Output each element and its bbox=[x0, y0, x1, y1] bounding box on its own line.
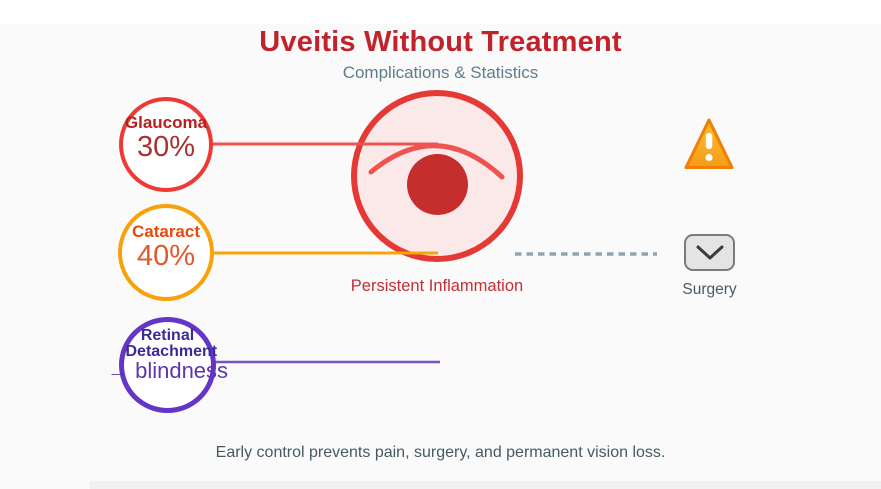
exclamation-bar bbox=[705, 133, 713, 149]
complication-circle-glaucoma: Glaucoma 30% bbox=[119, 97, 213, 192]
bottom-strip bbox=[90, 481, 881, 489]
footer-message: Early control prevents pain, surgery, an… bbox=[215, 444, 666, 461]
complication-value: 30% bbox=[136, 131, 196, 164]
page-subtitle: Complications & Statistics bbox=[342, 63, 539, 82]
surgery-label: Surgery bbox=[682, 281, 737, 298]
complication-name: Cataract bbox=[131, 222, 201, 242]
page-title: Uveitis Without Treatment bbox=[259, 26, 622, 58]
warning-triangle-icon bbox=[684, 118, 734, 169]
persistent-inflammation-label: Persistent Inflammation bbox=[350, 277, 524, 295]
complication-circle-retinal-detachment: Retinal Detachment → blindness bbox=[107, 317, 228, 413]
complication-circle-cataract: Cataract 40% bbox=[118, 204, 214, 301]
complication-name: Retinal Detachment bbox=[125, 327, 218, 361]
surgery-dropdown-button[interactable] bbox=[684, 234, 735, 271]
complication-value: → blindness bbox=[106, 357, 229, 383]
eye-pupil bbox=[407, 154, 468, 215]
exclamation-dot bbox=[705, 153, 713, 162]
top-band bbox=[0, 0, 881, 24]
complication-value: 40% bbox=[136, 240, 196, 273]
complication-name: Glaucoma bbox=[124, 113, 208, 133]
chevron-down-icon bbox=[696, 245, 723, 260]
